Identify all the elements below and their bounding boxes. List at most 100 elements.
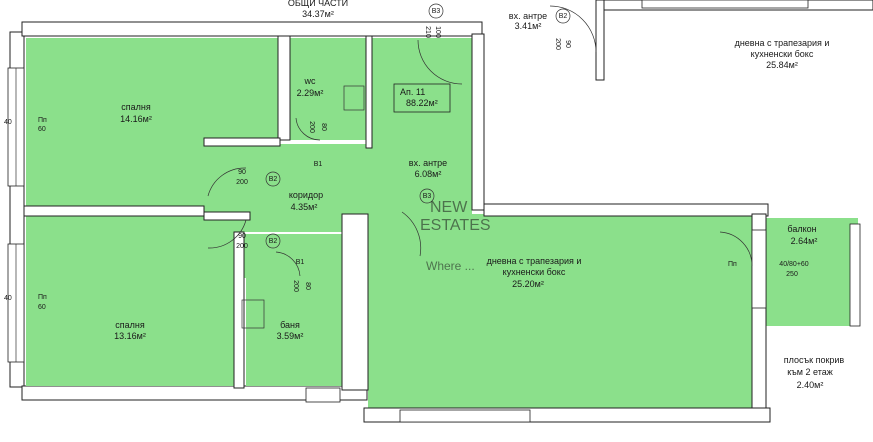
door-code-b1-upper: В1 [314, 161, 323, 168]
room-entrance [368, 38, 472, 214]
apartment-tag-box [393, 83, 451, 113]
wall-bedroom1-right [277, 35, 291, 141]
dim-60-win1: 60 [38, 126, 46, 133]
neighbor-living-area: 25.84м² [766, 60, 798, 70]
balcony-name: балкон [787, 224, 816, 234]
watermark-slogan: Where ... [426, 259, 475, 273]
room-living [368, 214, 752, 410]
door-arc-wc [295, 117, 321, 141]
door-arc-entrance-top [417, 39, 463, 85]
wall-bedroom2-right [233, 231, 245, 389]
door-code-b2-neighbor: В2 [559, 13, 568, 20]
wall-wc-right [365, 35, 373, 149]
roof-area: 2.40м² [797, 380, 824, 390]
door-code-b2-lower: В2 [269, 238, 278, 245]
window-balcony-right [849, 223, 861, 327]
dim-210-top: 210 [424, 26, 431, 38]
wall-wc-bottom [203, 137, 281, 147]
wall-bedroom-divider [23, 205, 205, 217]
dim-80-wc: 80 [320, 123, 327, 131]
neighbor-entrance-area: 3.41м² [515, 21, 542, 31]
neighbor-living-name2: кухненски бокс [751, 49, 814, 59]
door-code-circle-b3-top [428, 3, 444, 19]
dim-pp-win2: Пп [38, 294, 47, 301]
apartment-tag-area: 88.22м² [406, 98, 438, 108]
door-code-circle-b3-living [419, 188, 435, 204]
dim-200-upper: 200 [236, 179, 248, 186]
entrance-area: 6.08м² [415, 169, 442, 179]
bedroom1-name: спалня [121, 102, 151, 112]
door-arc-neighbor [549, 5, 597, 53]
dim-60-win2: 60 [38, 304, 46, 311]
wc-name: wc [304, 76, 316, 86]
window-living-bottom [399, 409, 531, 423]
watermark-new: NEW [430, 199, 468, 216]
wall-neighbor-divider [595, 0, 605, 81]
room-bath [246, 276, 342, 386]
toilet-bath [241, 299, 265, 329]
dim-200-neighbor: 200 [554, 38, 561, 50]
dim-pp-balcony: Пп [728, 261, 737, 268]
door-arc-corridor-lower [207, 219, 247, 249]
living-name2: кухненски бокс [503, 267, 566, 277]
entrance-name: вх. антре [409, 158, 447, 168]
corridor-name: коридор [289, 190, 323, 200]
dim-100-top: 100 [434, 26, 441, 38]
bedroom2-name: спалня [115, 320, 145, 330]
dim-90-neighbor: 90 [564, 40, 571, 48]
common-parts-name: ОБЩИ ЧАСТИ [288, 0, 348, 8]
watermark-estates: ESTATES [420, 217, 491, 234]
door-arc-balcony [719, 231, 753, 267]
dim-pp-win1: Пп [38, 117, 47, 124]
dim-40-win1: 40 [4, 119, 12, 126]
dim-200-lower: 200 [236, 243, 248, 250]
window-balcony-left [751, 229, 767, 309]
living-name: дневна с трапезария и [487, 256, 582, 266]
dim-90-lower: 90 [238, 233, 246, 240]
neighbor-entrance-name: вх. антре [509, 11, 547, 21]
bedroom2-area: 13.16м² [114, 331, 146, 341]
door-arc-bath [275, 251, 301, 277]
door-code-circle-b2-lower [265, 233, 281, 249]
dim-80-bath: 80 [304, 282, 311, 290]
door-code-b3-top: В3 [432, 8, 441, 15]
living-area: 25.20м² [512, 279, 544, 289]
dim-90-upper: 90 [238, 169, 246, 176]
roof-name2: към 2 етаж [787, 367, 833, 377]
outer-wall-top [21, 21, 483, 37]
window-bath [305, 387, 341, 403]
room-bedroom-2 [26, 216, 234, 386]
roof-name: плосък покрив [784, 355, 845, 365]
neighbor-living-name: дневна с трапезария и [735, 38, 830, 48]
door-code-b1-lower: В1 [296, 259, 305, 266]
door-code-circle-b2-upper [265, 171, 281, 187]
dim-40-win2: 40 [4, 295, 12, 302]
neighbor-area [484, 0, 873, 206]
room-balcony [764, 218, 858, 326]
dim-200-wc: 200 [308, 121, 315, 133]
wall-entrance-right [471, 33, 485, 211]
balcony-area: 2.64м² [791, 236, 818, 246]
bath-area: 3.59м² [277, 331, 304, 341]
door-code-b3-living: В3 [423, 193, 432, 200]
door-code-circle-b2-neighbor [555, 8, 571, 24]
door-arc-living [401, 211, 422, 257]
bath-name: баня [280, 320, 300, 330]
apartment-tag-label: Ап. 11 [400, 87, 425, 97]
room-wc [290, 38, 366, 140]
wall-living-top [483, 203, 769, 217]
bedroom1-area: 14.16м² [120, 114, 152, 124]
toilet-wc [343, 85, 365, 111]
dim-balcony-window: 40/80+60 [779, 261, 808, 268]
dim-250-balcony: 250 [786, 271, 798, 278]
room-corridor-lower [236, 234, 344, 278]
wall-corridor-mid [203, 211, 251, 221]
door-code-b2-upper: В2 [269, 176, 278, 183]
window-neighbor-top [641, 0, 809, 9]
wall-bath-right [341, 213, 369, 391]
common-parts-area: 34.37м² [302, 9, 334, 19]
wc-area: 2.29м² [297, 88, 324, 98]
corridor-area: 4.35м² [291, 202, 318, 212]
door-arc-corridor-upper [207, 167, 247, 197]
